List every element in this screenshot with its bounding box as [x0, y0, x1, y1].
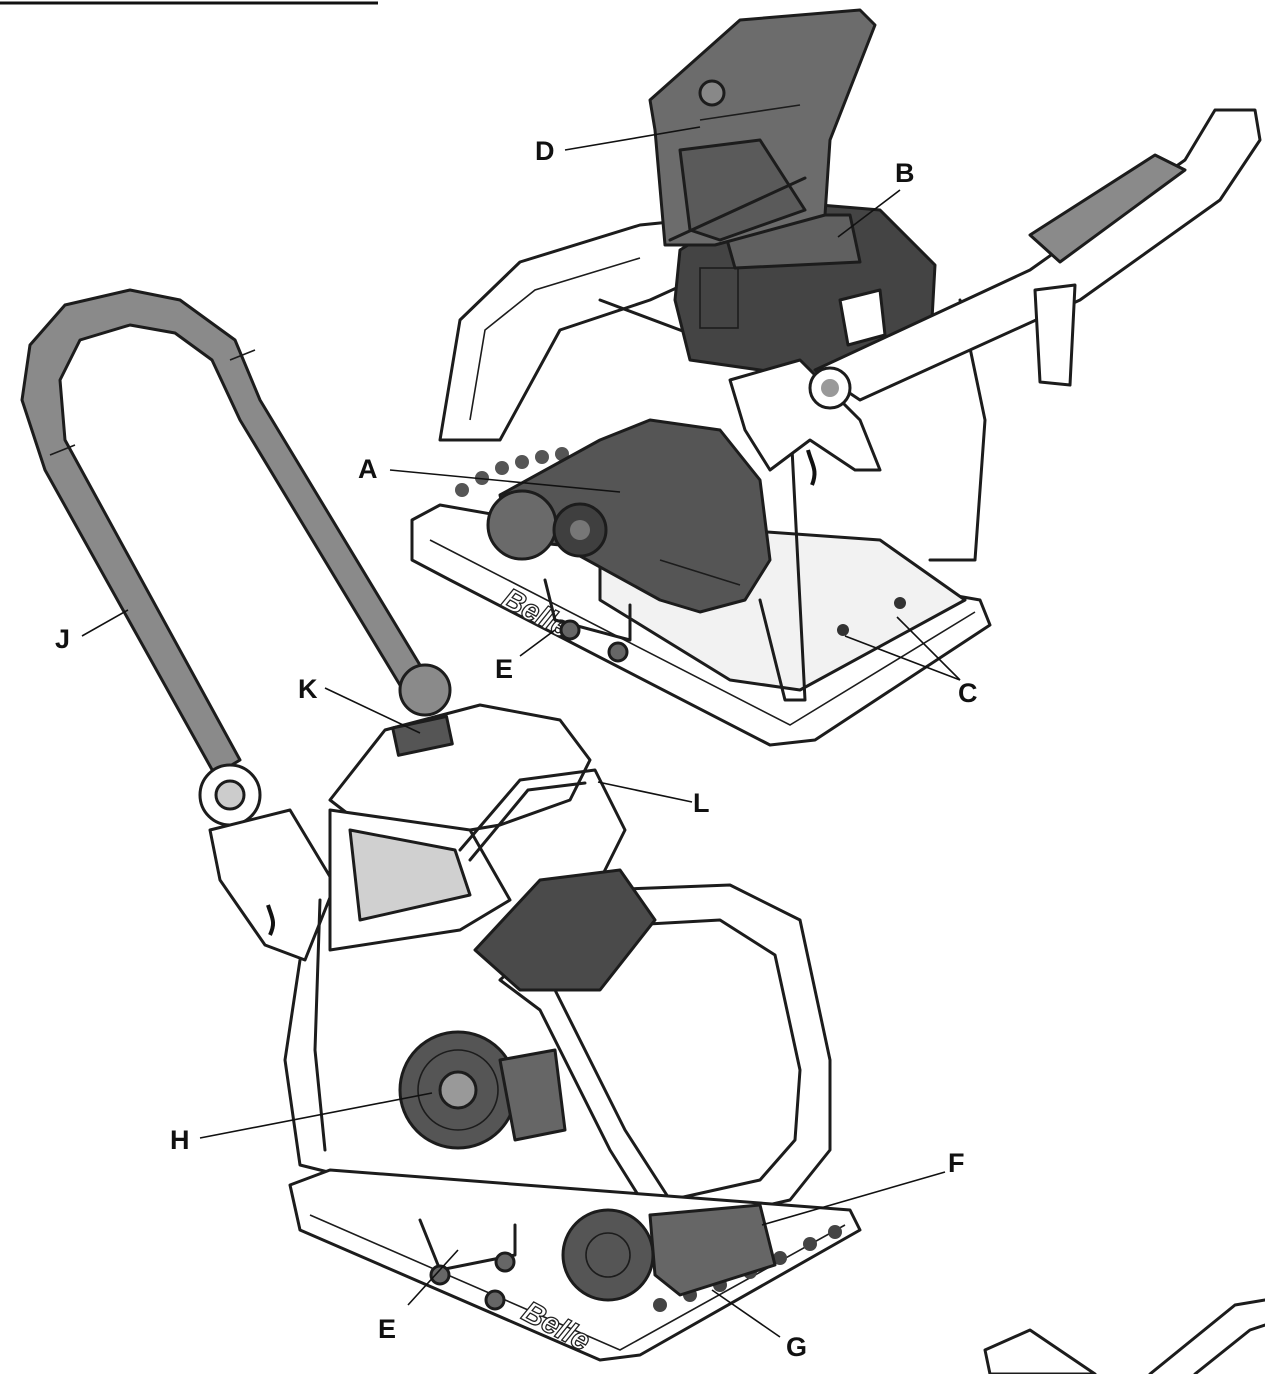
label-a: A	[358, 454, 378, 484]
open-lid-d	[648, 8, 877, 247]
top-handle	[808, 108, 1262, 410]
exciter-f	[561, 1203, 777, 1302]
label-c: C	[958, 678, 978, 708]
label-e-top: E	[495, 654, 513, 684]
label-j: J	[55, 624, 70, 654]
label-l: L	[693, 788, 710, 818]
handle-j	[20, 288, 437, 777]
label-g: G	[786, 1332, 807, 1362]
plate-k	[391, 714, 454, 757]
belt-guard-a	[486, 418, 772, 614]
label-k: K	[298, 674, 318, 704]
adjacent-figure-fragment	[983, 1328, 1097, 1374]
label-b: B	[895, 158, 915, 188]
top-lift-bar	[543, 578, 632, 642]
label-e-bottom: E	[378, 1314, 396, 1344]
label-f: F	[948, 1148, 965, 1178]
bottom-lift-bar	[418, 1218, 517, 1272]
top-machine: Belle	[410, 8, 1262, 747]
recoil-starter-h	[398, 1030, 567, 1150]
label-d: D	[535, 136, 555, 166]
label-h: H	[170, 1125, 190, 1155]
lifting-hoop-l	[458, 768, 627, 882]
front-roll-frame	[283, 958, 342, 1177]
side-bracket	[208, 808, 337, 962]
leader-lines	[81, 126, 961, 1338]
